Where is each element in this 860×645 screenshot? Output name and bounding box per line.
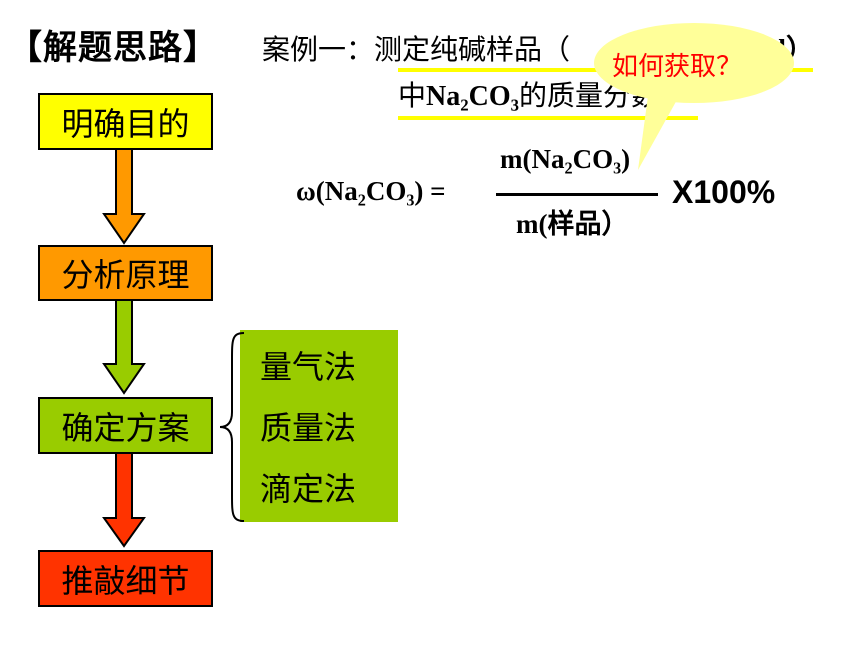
formula-multiplier: X100% [672,174,776,210]
flow-step-3: 确定方案 [38,397,213,454]
page-title: 【解题思路】 [8,28,218,68]
flow-arrow-1 [102,148,146,245]
brace-icon [219,332,245,522]
callout-tail [638,96,678,170]
fraction-bar [496,193,658,196]
flow-arrow-3 [102,452,146,548]
case-line-1: 案例一：测定纯碱样品（ [262,28,570,68]
flow-arrows [102,148,146,548]
underline-2 [398,116,698,120]
formula-denominator: m(样品） [516,209,629,239]
method-titration: 滴定法 [260,470,357,508]
case-line-1-text: 案例一：测定纯碱样品（ [262,33,571,66]
flow-step-4: 推敲细节 [38,550,213,607]
callout-text: 如何获取？ [612,52,743,82]
flow-step-1: 明确目的 [38,93,213,150]
methods-panel: 量气法 质量法 滴定法 [240,330,398,522]
method-mass: 质量法 [260,409,357,447]
flow-step-2: 分析原理 [38,245,213,301]
flow-arrow-2 [102,299,146,395]
method-gas-volume: 量气法 [260,348,357,386]
formula-lhs: ω(Na₂CO₃) = [296,176,446,206]
callout-ellipse [594,23,794,103]
formula-numerator: m(Na₂CO₃) [500,144,631,174]
callout-bubble [594,23,794,170]
